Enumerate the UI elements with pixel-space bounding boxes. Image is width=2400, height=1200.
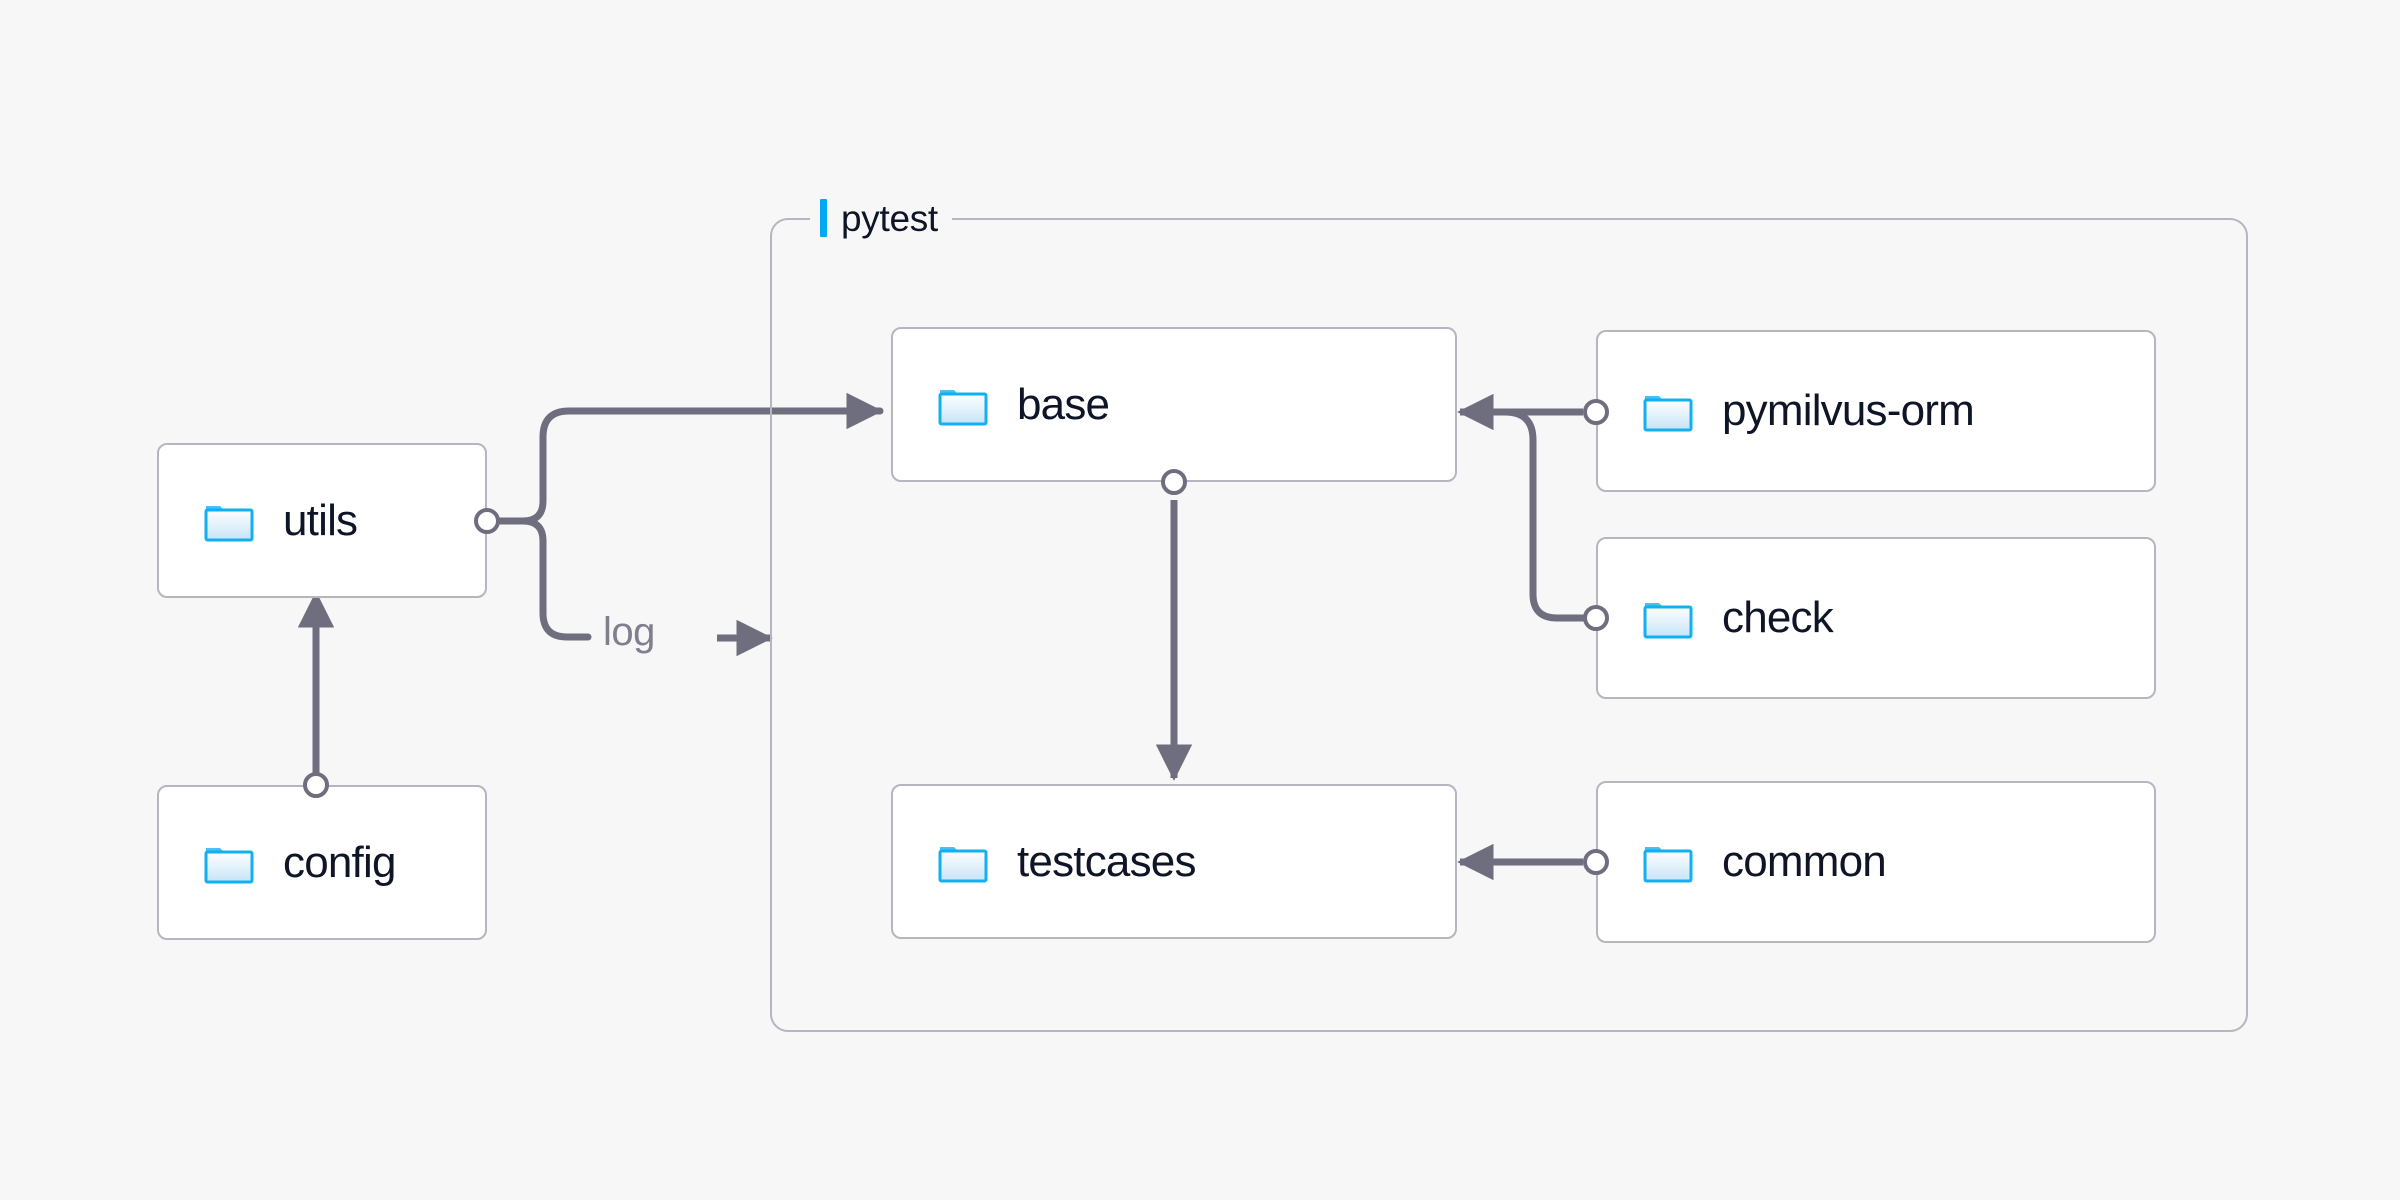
node-label-testcases: testcases — [1017, 836, 1196, 886]
folder-icon — [204, 505, 254, 541]
node-label-pymilvus-orm: pymilvus-orm — [1722, 386, 1975, 435]
folder-icon — [1643, 603, 1693, 639]
edge-label-log: log — [603, 610, 655, 654]
folder-icon — [1643, 847, 1693, 883]
node-config[interactable]: config — [157, 785, 487, 940]
node-label-config: config — [283, 837, 396, 887]
group-label-pytest: pytest — [810, 196, 952, 240]
folder-icon — [1643, 396, 1693, 432]
port-common-left[interactable] — [1583, 849, 1609, 875]
group-container-pytest — [770, 218, 2248, 1032]
edge-utils-to-log — [483, 517, 592, 641]
node-label-check: check — [1722, 593, 1834, 642]
node-base[interactable]: base — [891, 327, 1457, 482]
folder-icon — [938, 846, 988, 882]
port-pymilvus-orm-left[interactable] — [1583, 399, 1609, 425]
node-label-utils: utils — [283, 495, 358, 545]
port-base-bottom[interactable] — [1161, 469, 1187, 495]
folder-icon — [938, 389, 988, 425]
folder-icon — [204, 847, 254, 883]
node-check[interactable]: check — [1596, 537, 2156, 699]
port-config-top[interactable] — [303, 772, 329, 798]
port-check-left[interactable] — [1583, 605, 1609, 631]
port-utils-right[interactable] — [474, 508, 500, 534]
node-label-base: base — [1017, 379, 1110, 429]
node-common[interactable]: common — [1596, 781, 2156, 943]
node-testcases[interactable]: testcases — [891, 784, 1457, 939]
node-utils[interactable]: utils — [157, 443, 487, 598]
node-label-common: common — [1722, 837, 1887, 886]
group-title: pytest — [841, 197, 938, 239]
node-pymilvus-orm[interactable]: pymilvus-orm — [1596, 330, 2156, 492]
accent-bar-icon — [820, 199, 827, 237]
